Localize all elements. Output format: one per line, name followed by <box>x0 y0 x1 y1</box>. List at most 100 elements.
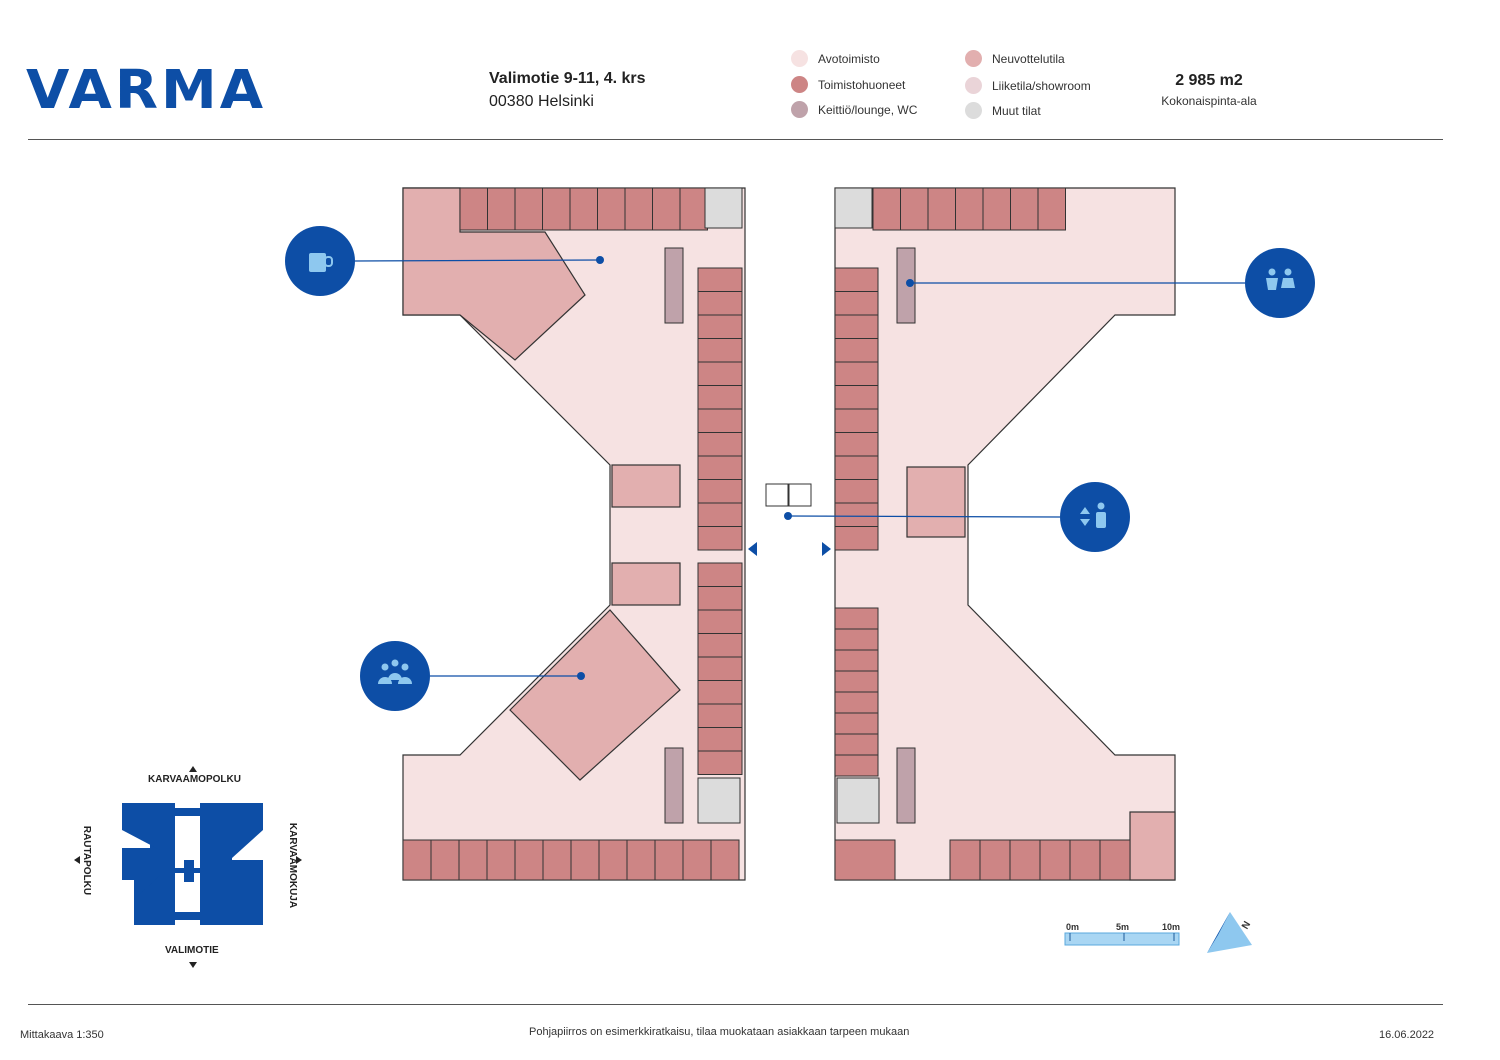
stairwell <box>836 777 880 824</box>
legend-swatch <box>965 77 982 94</box>
total-area: 2 985 m2 Kokonaispinta-ala <box>1150 72 1268 108</box>
address-line1: Valimotie 9-11, 4. krs <box>489 70 646 87</box>
office-room <box>834 649 879 672</box>
wc <box>896 747 916 824</box>
office-room <box>697 291 743 316</box>
office-room <box>872 187 901 231</box>
office-room <box>514 187 543 231</box>
office-room <box>514 839 544 881</box>
meeting-room <box>1129 811 1176 881</box>
varma-logo: VARMA <box>26 59 267 122</box>
office-room <box>834 479 879 504</box>
office-room <box>402 839 432 881</box>
legend-item: Neuvottelutila <box>965 50 1065 67</box>
wc <box>896 247 916 324</box>
office-room <box>570 839 600 881</box>
street-west: RAUTAPOLKU <box>81 825 93 896</box>
meeting-room <box>611 464 681 508</box>
meeting-room <box>509 609 681 781</box>
legend-label: Toimistohuoneet <box>818 77 906 92</box>
office-room <box>834 408 879 433</box>
office-room <box>697 586 743 611</box>
office-room <box>597 187 626 231</box>
office-room <box>834 691 879 714</box>
street-south: VALIMOTIE <box>165 945 219 956</box>
office-room <box>834 455 879 480</box>
divider <box>28 1004 1443 1005</box>
office-room <box>697 408 743 433</box>
office-room <box>834 361 879 386</box>
arrow-left-icon <box>748 542 757 556</box>
legend-label: Liiketila/showroom <box>992 78 1091 93</box>
office-room <box>542 187 571 231</box>
wc <box>664 247 684 324</box>
office-room <box>487 187 516 231</box>
street-north: KARVAAMOPOLKU <box>148 774 241 785</box>
wc-icon <box>1245 248 1315 318</box>
office-room <box>927 187 956 231</box>
office-room <box>542 839 572 881</box>
office-room <box>697 750 743 775</box>
office-room <box>697 455 743 480</box>
legend-item: Keittiö/lounge, WC <box>791 101 917 118</box>
office-room <box>697 656 743 681</box>
legend-label: Avotoimisto <box>818 51 880 66</box>
compass-icon <box>1207 912 1252 953</box>
site-key <box>74 766 302 968</box>
legend-item: Toimistohuoneet <box>791 76 905 93</box>
wc <box>664 747 684 824</box>
office-room <box>697 680 743 705</box>
legend-label: Neuvottelutila <box>992 51 1065 66</box>
elevator <box>788 483 812 507</box>
office-room <box>1010 187 1039 231</box>
office-room <box>834 267 879 292</box>
stairwell <box>834 187 873 229</box>
office-room <box>982 187 1011 231</box>
legend-item: Muut tilat <box>965 102 1041 119</box>
office-room <box>430 839 460 881</box>
divider <box>28 139 1443 140</box>
office-room <box>834 733 879 756</box>
office-room <box>834 432 879 457</box>
footer-scale: Mittakaava 1:350 <box>20 1029 104 1041</box>
office-room <box>1039 839 1071 881</box>
scale-label: 5m <box>1116 922 1130 932</box>
elevator <box>765 483 789 507</box>
office-room <box>955 187 984 231</box>
legend-swatch <box>791 50 808 67</box>
office-room <box>834 314 879 339</box>
office-room <box>697 727 743 752</box>
office-room <box>1009 839 1041 881</box>
meeting-room <box>611 562 681 606</box>
address-line2: 00380 Helsinki <box>489 93 594 110</box>
office-room <box>697 432 743 457</box>
office-room <box>697 633 743 658</box>
area-value: 2 985 m2 <box>1175 72 1243 89</box>
scale-label: 0m <box>1066 922 1080 932</box>
office-room <box>697 267 743 292</box>
office-room <box>697 479 743 504</box>
footer-note: Pohjapiirros on esimerkkiratkaisu, tilaa… <box>529 1026 910 1038</box>
office-room <box>697 385 743 410</box>
arrow-right-icon <box>822 542 831 556</box>
office-room <box>834 754 879 777</box>
office-room <box>834 385 879 410</box>
office-room <box>834 628 879 651</box>
office-room <box>834 526 879 551</box>
area-label: Kokonaispinta-ala <box>1161 94 1257 108</box>
office-room <box>1069 839 1101 881</box>
legend-label: Keittiö/lounge, WC <box>818 102 918 117</box>
office-room <box>834 670 879 693</box>
stairwell <box>697 777 741 824</box>
office-room <box>624 187 653 231</box>
legend-swatch <box>791 76 808 93</box>
office-room <box>697 502 743 527</box>
legend-swatch <box>965 102 982 119</box>
office-room <box>834 338 879 363</box>
office-room <box>979 839 1011 881</box>
elevator-icon <box>1060 482 1130 552</box>
office-room <box>834 712 879 735</box>
office-room <box>626 839 656 881</box>
